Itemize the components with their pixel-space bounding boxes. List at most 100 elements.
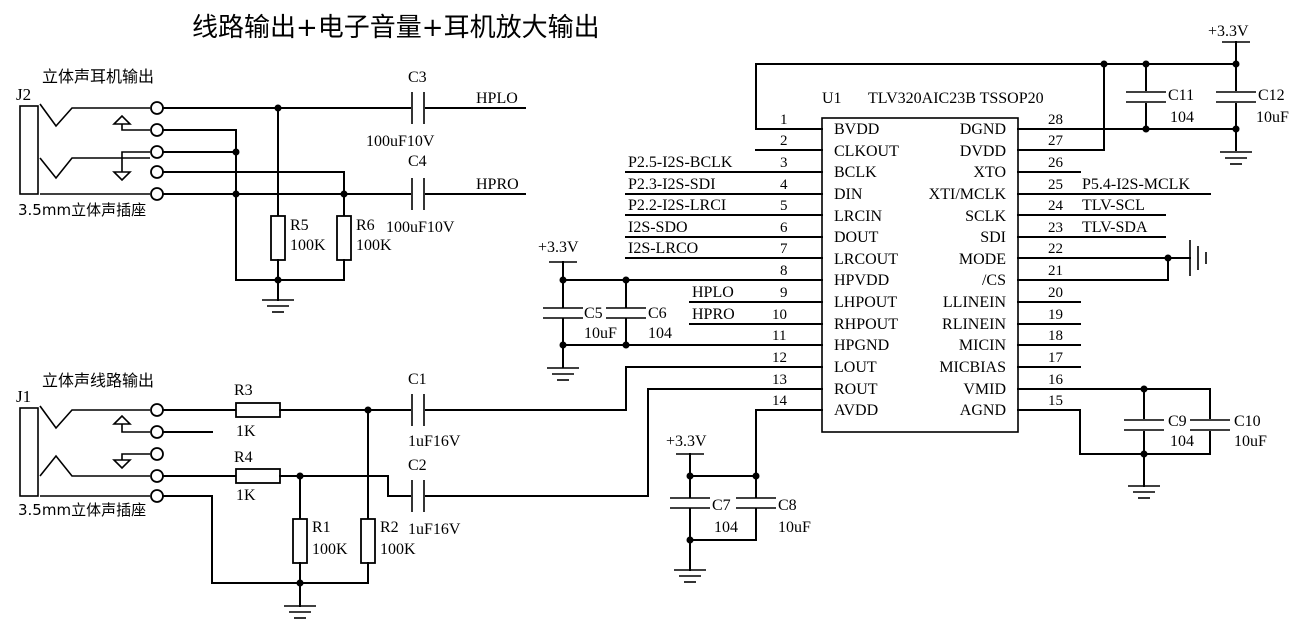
c11-value: 104 xyxy=(1170,109,1194,126)
c4-value: 100uF10V xyxy=(386,219,455,236)
pin-num-7: 7 xyxy=(780,241,788,257)
pin-num-14: 14 xyxy=(772,393,788,409)
top-supply-label: +3.3V xyxy=(1208,23,1249,40)
c7-value: 104 xyxy=(714,519,738,536)
pin-num-27: 27 xyxy=(1048,133,1064,149)
c10-ref: C10 xyxy=(1234,413,1261,430)
hpro-out-label: HPRO xyxy=(476,176,519,193)
pin-num-19: 19 xyxy=(1048,307,1063,323)
pin-name-hpvdd: HPVDD xyxy=(834,272,889,289)
right-signal-nets xyxy=(1079,193,1211,238)
pin-num-17: 17 xyxy=(1048,350,1064,366)
r6-ref: R6 xyxy=(356,217,375,234)
net-scl: TLV-SCL xyxy=(1082,197,1145,214)
pin-name-lrcin: LRCIN xyxy=(834,208,882,225)
c11-ref: C11 xyxy=(1168,87,1194,104)
pin-num-23: 23 xyxy=(1048,220,1063,236)
net-hplo-in: HPLO xyxy=(692,284,734,301)
pin-name-vmid: VMID xyxy=(963,381,1006,398)
c7-ref: C7 xyxy=(712,497,731,514)
pin-name-lrcout: LRCOUT xyxy=(834,251,898,268)
pin-num-20: 20 xyxy=(1048,285,1063,301)
pin-num-4: 4 xyxy=(780,177,788,193)
c2-ref: C2 xyxy=(408,457,427,474)
c12-value: 10uF xyxy=(1256,109,1289,126)
pin-num-12: 12 xyxy=(772,350,787,366)
net-lrcout: I2S-LRCO xyxy=(628,240,698,257)
pin-num-1: 1 xyxy=(780,112,788,128)
c6-value: 104 xyxy=(648,325,672,342)
c5-value: 10uF xyxy=(584,325,617,342)
r2-ref: R2 xyxy=(380,519,399,536)
pin-name-bvdd: BVDD xyxy=(834,121,879,138)
pin-name-din: DIN xyxy=(834,186,863,203)
net-mclk: P5.4-I2S-MCLK xyxy=(1082,176,1190,193)
pin-num-5: 5 xyxy=(780,198,788,214)
j2-wiring xyxy=(162,92,526,313)
r5-value: 100K xyxy=(290,237,326,254)
pin-num-15: 15 xyxy=(1048,393,1063,409)
c2-value: 1uF16V xyxy=(408,521,461,538)
r2-value: 100K xyxy=(380,541,416,558)
c8-value: 10uF xyxy=(778,519,811,536)
c9-value: 104 xyxy=(1170,433,1194,450)
ic-right-pin-names: DGND DVDD XTO XTI/MCLK SCLK SDI MODE /CS… xyxy=(929,121,1007,419)
pin-name-micbias: MICBIAS xyxy=(939,359,1006,376)
pin-num-10: 10 xyxy=(772,307,787,323)
pin-name-avdd: AVDD xyxy=(834,402,878,419)
pin-name-dgnd: DGND xyxy=(960,121,1006,138)
pin-num-2: 2 xyxy=(780,133,788,149)
pin-num-13: 13 xyxy=(772,372,787,388)
r3-value: 1K xyxy=(236,423,256,440)
pin-name-clkout: CLKOUT xyxy=(834,143,899,160)
pin-num-22: 22 xyxy=(1048,241,1063,257)
pin-name-cs: /CS xyxy=(982,272,1006,289)
c1-ref: C1 xyxy=(408,371,427,388)
r1-value: 100K xyxy=(312,541,348,558)
j1-ref: J1 xyxy=(16,387,31,406)
j2-ref: J2 xyxy=(16,85,31,104)
pin-name-dvdd: DVDD xyxy=(960,143,1006,160)
pin-name-rlinein: RLINEIN xyxy=(942,316,1006,333)
pin-name-sdi: SDI xyxy=(980,229,1006,246)
pin-name-rhpout: RHPOUT xyxy=(834,316,898,333)
ic-left-pins xyxy=(755,128,823,411)
left-signal-nets xyxy=(625,171,757,325)
j2-desc: 3.5mm立体声插座 xyxy=(18,201,146,219)
pin-name-micin: MICIN xyxy=(959,337,1007,354)
pin-num-3: 3 xyxy=(780,155,788,171)
pin-num-18: 18 xyxy=(1048,328,1063,344)
net-bclk: P2.5-I2S-BCLK xyxy=(628,154,733,171)
hp-supply-decoupling xyxy=(543,261,757,381)
ic-left-pin-names: BVDD CLKOUT BCLK DIN LRCIN DOUT LRCOUT H… xyxy=(834,121,899,419)
pin-name-dout: DOUT xyxy=(834,229,879,246)
net-sda: TLV-SDA xyxy=(1082,219,1148,236)
c4-ref: C4 xyxy=(408,153,427,170)
ic-u1-ref: U1 xyxy=(822,90,842,107)
pin-num-6: 6 xyxy=(780,220,788,236)
vmid-agnd-decoupling xyxy=(1079,385,1230,499)
ic-right-pins xyxy=(1017,128,1081,411)
ic-left-pin-numbers: 1 2 3 4 5 6 7 8 9 10 11 12 13 14 xyxy=(772,112,788,409)
net-dout: I2S-SDO xyxy=(628,219,688,236)
j1-wiring xyxy=(162,366,823,619)
r6-value: 100K xyxy=(356,237,392,254)
ic-u1-part: TLV320AIC23B TSSOP20 xyxy=(868,90,1044,107)
jack-j1 xyxy=(19,403,164,503)
c5-ref: C5 xyxy=(584,305,603,322)
pin-num-24: 24 xyxy=(1048,198,1064,214)
c10-value: 10uF xyxy=(1234,433,1267,450)
hp-supply-label: +3.3V xyxy=(538,239,579,256)
headphone-section-label: 立体声耳机输出 xyxy=(42,67,154,86)
c6-ref: C6 xyxy=(648,305,667,322)
pin-name-xti-mclk: XTI/MCLK xyxy=(929,186,1007,203)
ic-right-pin-numbers: 28 27 26 25 24 23 22 21 20 19 18 17 16 1… xyxy=(1048,112,1064,409)
pin-num-9: 9 xyxy=(780,285,788,301)
pin-name-bclk: BCLK xyxy=(834,164,877,181)
top-supply-decoupling xyxy=(755,41,1256,165)
pin-num-8: 8 xyxy=(780,263,788,279)
hplo-out-label: HPLO xyxy=(476,90,518,107)
r4-ref: R4 xyxy=(234,449,253,466)
pin-num-16: 16 xyxy=(1048,372,1064,388)
